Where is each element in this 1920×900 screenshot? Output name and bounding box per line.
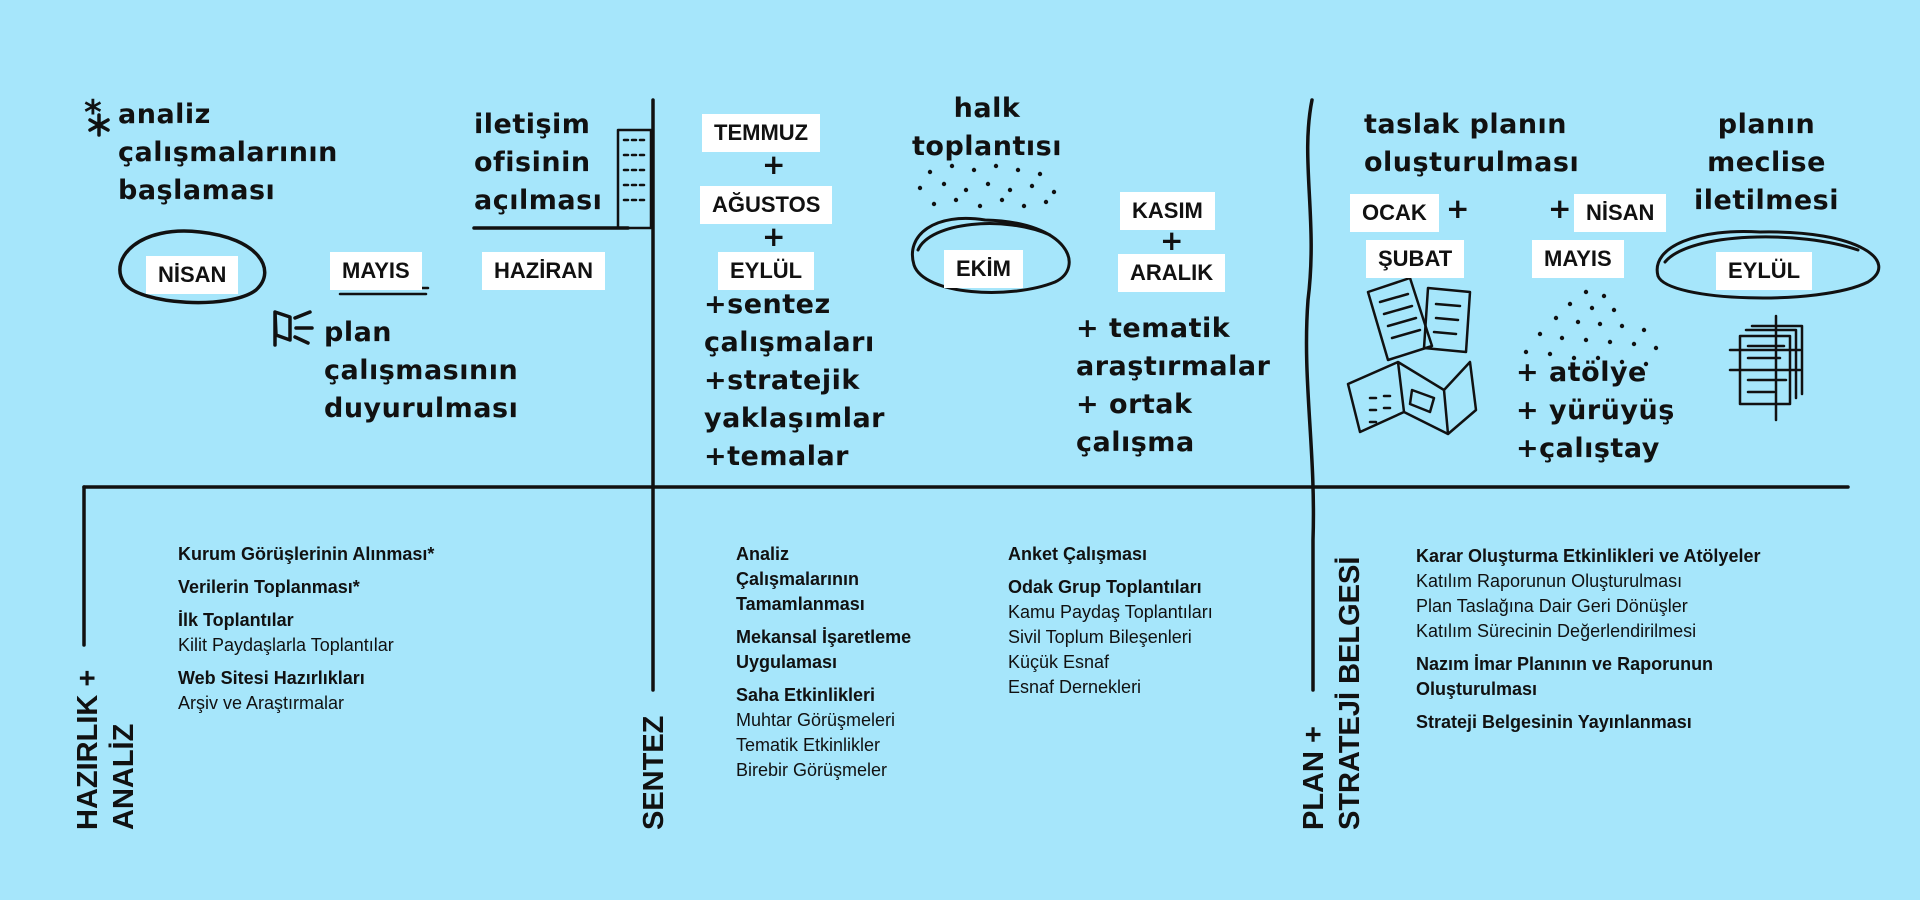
month-nisan-2: NİSAN [1574,194,1667,232]
activity-group: Kurum Görüşlerinin Alınması* [178,542,434,567]
nisan-circle [118,229,267,305]
crowd-dots-1 [917,163,1057,209]
activity-heading: Strateji Belgesinin Yayınlanması [1416,712,1692,732]
month-agustos: AĞUSTOS [700,186,833,224]
month-temmuz: TEMMUZ [702,114,821,152]
month-aralik: ARALIK [1118,254,1226,292]
month-mayis: MAYIS [330,252,422,290]
activity-item: Küçük Esnaf [1008,652,1110,672]
activity-heading: Odak Grup Toplantıları [1008,577,1202,597]
activity-heading: İlk Toplantılar [178,610,294,630]
month-ekim: EKİM [944,250,1023,288]
taslak-note: taslak planın oluşturulması [1364,109,1580,178]
activity-item: Muhtar Görüşmeleri [736,710,896,730]
plus-sign-3: + [1160,224,1184,257]
plus-sign-4: + [1446,192,1470,225]
map-icon [1346,360,1478,436]
asterisk-mark [88,113,110,137]
activities-plan: Karar Oluşturma Etkinlikleri ve Atölyele… [1416,544,1760,743]
plan-note-text: plan çalışmasının duyurulması [324,317,519,424]
activity-heading: Analiz Çalışmalarının Tamamlanması [736,544,865,614]
papers-icon [1728,314,1804,422]
activity-heading: Anket Çalışması [1008,544,1148,564]
plus-sign-5: + [1548,192,1572,225]
atolye-note: + atölye + yürüyüş +çalıştay [1516,357,1675,464]
asterisk-text: * [84,93,103,133]
month-kasim: KASIM [1120,192,1215,230]
activity-group: Strateji Belgesinin Yayınlanması [1416,710,1760,735]
sentez-note: +sentez çalışmaları +stratejik yaklaşıml… [704,289,885,472]
activity-group: Analiz Çalışmalarının Tamamlanması [736,542,911,617]
activity-item: Arşiv ve Araştırmalar [178,693,345,713]
activity-heading: Mekansal İşaretleme Uygulaması [736,627,912,672]
month-ocak: OCAK [1350,194,1439,232]
tematik-note: + tematik araştırmalar + ortak çalışma [1076,313,1271,458]
activity-item: Katılım Sürecinin Değerlendirilmesi [1416,621,1697,641]
activity-heading: Saha Etkinlikleri [736,685,876,705]
crowd-dots-2 [1523,289,1659,367]
activity-group: Mekansal İşaretleme Uygulaması [736,625,911,675]
activity-item: Katılım Raporunun Oluşturulması [1416,571,1683,591]
phase-sentez: SENTEZ [638,715,670,830]
activity-heading: Web Sitesi Hazırlıkları [178,668,365,688]
activity-item: Tematik Etkinlikler [736,735,881,755]
month-nisan: NİSAN [146,256,239,294]
plus-sign-2: + [762,220,786,253]
phase-plan-strateji: PLAN + STRATEJİ BELGESİ [1298,556,1366,830]
eylul-circle [1655,229,1881,300]
meclis-note: planın meclise iletilmesi [1694,109,1840,216]
month-eylul-1: EYLÜL [718,252,815,290]
analiz-note: analiz çalışmalarının başlaması [118,99,338,206]
activity-heading: Verilerin Toplanması* [178,577,360,597]
activity-heading: Karar Oluşturma Etkinlikleri ve Atölyele… [1416,546,1761,566]
month-haziran: HAZİRAN [482,252,605,290]
activities-hazirlik: Kurum Görüşlerinin Alınması* Verilerin To… [178,542,434,724]
activity-item: Esnaf Dernekleri [1008,677,1142,697]
activity-item: Birebir Görüşmeler [736,760,888,780]
activity-item: Kilit Paydaşlarla Toplantılar [178,635,394,655]
megaphone-icon [273,310,314,347]
month-subat: ŞUBAT [1366,240,1465,278]
iletisim-note: iletişim ofisinin açılması [474,109,603,216]
building-icon [616,128,653,230]
activity-item: Sivil Toplum Bileşenleri [1008,627,1192,647]
halk-note: halk toplantısı [912,93,1062,162]
month-eylul-2: EYLÜL [1716,252,1813,290]
plus-sign-1: + [762,148,786,181]
month-mayis-2: MAYIS [1532,240,1624,278]
document-icon-2 [1422,286,1472,354]
phase-hazirlik-analiz: HAZIRLIK + ANALİZ [72,669,140,830]
activity-group: Verilerin Toplanması* [178,575,434,600]
activity-group: Karar Oluşturma Etkinlikleri ve Atölyele… [1416,544,1760,644]
activity-group: Anket Çalışması [1008,542,1213,567]
plan-note: plan çalışmasının duyurulması [268,314,518,428]
divider-plan [1304,98,1316,692]
activity-heading: Nazım İmar Planının ve Raporunun Oluştur… [1416,654,1714,699]
ekim-circle [910,217,1071,294]
document-icon [1366,276,1434,362]
activity-item: Plan Taslağına Dair Geri Dönüşler [1416,596,1688,616]
activity-heading: Kurum Görüşlerinin Alınması* [178,544,435,564]
activity-item: Kamu Paydaş Toplantıları [1008,602,1213,622]
activity-group: Nazım İmar Planının ve Raporunun Oluştur… [1416,652,1760,702]
